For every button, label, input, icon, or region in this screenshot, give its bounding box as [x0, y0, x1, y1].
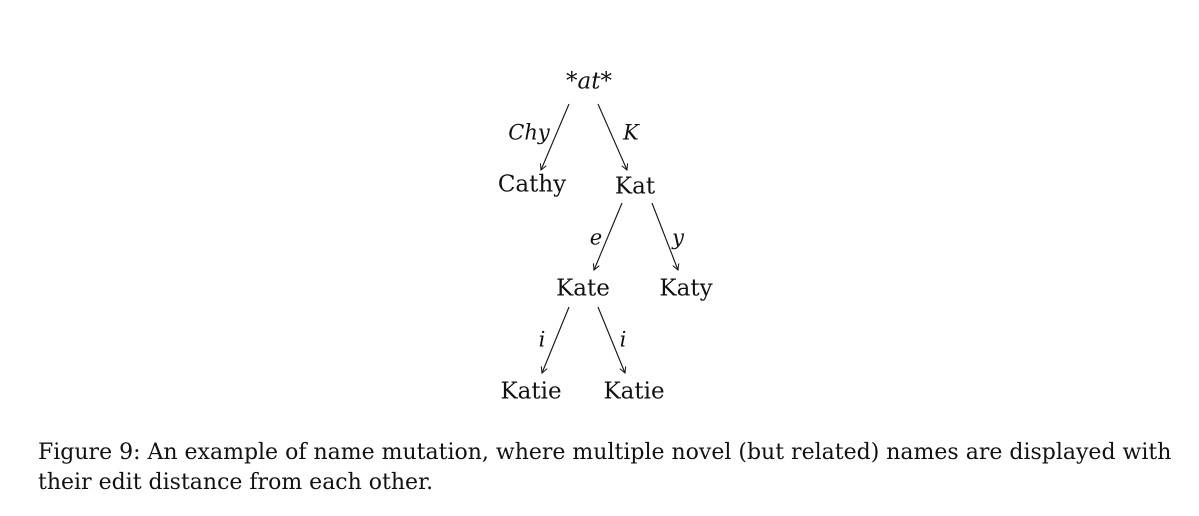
- edge-label-i-left: i: [538, 327, 546, 352]
- node-katie-left: Katie: [500, 378, 562, 405]
- node-kat: Kat: [614, 173, 656, 200]
- edge-label-chy: Chy: [508, 120, 550, 145]
- edge-label-k: K: [623, 120, 639, 145]
- name-mutation-tree: *at* Cathy Kat Kate Katy Katie Katie Chy…: [0, 68, 1199, 420]
- edge-kat-to-kate: [594, 202, 623, 270]
- edge-kat-to-katy: [651, 202, 678, 270]
- figure-caption: Figure 9: An example of name mutation, w…: [38, 440, 1172, 495]
- tree-edges: [0, 103, 1199, 420]
- node-katie-right: Katie: [603, 378, 665, 405]
- edge-root-to-kat: [597, 103, 627, 170]
- edge-kate-to-katie-left: [542, 306, 570, 373]
- edge-label-i-right: i: [619, 327, 627, 352]
- edge-label-e: e: [589, 225, 603, 250]
- node-cathy: Cathy: [497, 171, 567, 198]
- edge-root-to-cathy: [541, 103, 570, 170]
- edge-kate-to-katie-right: [597, 306, 625, 373]
- edge-label-y: y: [672, 225, 684, 250]
- node-root: *at*: [566, 68, 612, 95]
- node-katy: Katy: [659, 275, 713, 302]
- node-kate: Kate: [556, 275, 610, 302]
